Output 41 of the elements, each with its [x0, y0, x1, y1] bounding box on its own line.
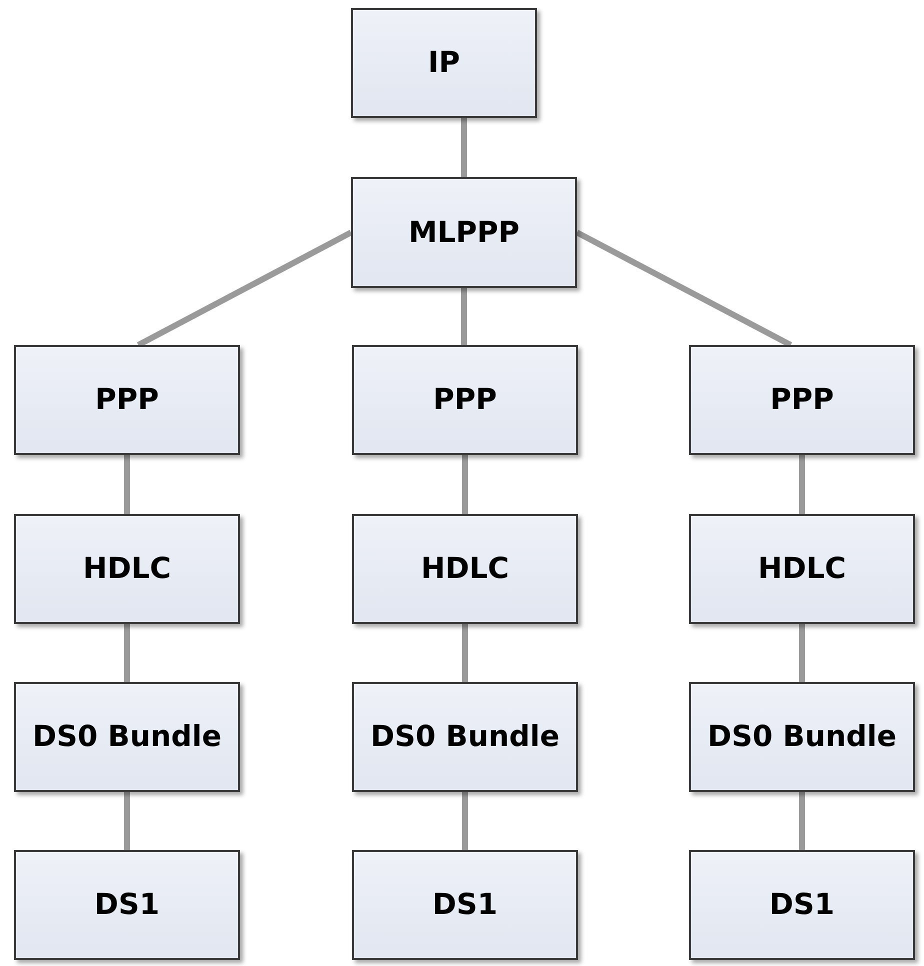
connector-line	[462, 455, 468, 514]
protocol-box	[351, 177, 577, 288]
protocol-box	[351, 8, 537, 118]
connector-line	[124, 624, 130, 682]
connector-line	[462, 624, 468, 682]
protocol-box	[352, 514, 578, 624]
protocol-box	[14, 514, 240, 624]
connector-line	[124, 455, 130, 514]
box-label: DS1	[769, 888, 835, 922]
connector-line	[461, 288, 467, 345]
protocol-box	[689, 345, 915, 455]
box-label: HDLC	[82, 552, 172, 586]
connector-line	[576, 230, 792, 348]
protocol-box	[689, 850, 915, 960]
connector-line	[136, 230, 352, 348]
box-label: DS1	[94, 888, 160, 922]
box-label: HDLC	[420, 552, 510, 586]
box-label: DS1	[432, 888, 498, 922]
box-label: PPP	[95, 383, 159, 417]
connector-line	[799, 624, 805, 682]
protocol-box	[14, 850, 240, 960]
box-label: PPP	[770, 383, 834, 417]
box-label: PPP	[433, 383, 497, 417]
connector-line	[799, 792, 805, 850]
protocol-box	[352, 345, 578, 455]
protocol-box	[14, 345, 240, 455]
box-label: MLPPP	[408, 216, 520, 250]
connector-line	[462, 792, 468, 850]
box-label: IP	[428, 46, 460, 80]
box-label: DS0 Bundle	[32, 720, 222, 754]
protocol-box	[14, 682, 240, 792]
connector-line	[799, 455, 805, 514]
protocol-box	[689, 514, 915, 624]
protocol-box	[352, 682, 578, 792]
connector-line	[124, 792, 130, 850]
box-label: DS0 Bundle	[370, 720, 560, 754]
connector-line	[461, 118, 467, 177]
protocol-box	[689, 682, 915, 792]
box-label: HDLC	[758, 552, 846, 586]
protocol-box	[352, 850, 578, 960]
box-label: DS0 Bundle	[708, 720, 896, 754]
